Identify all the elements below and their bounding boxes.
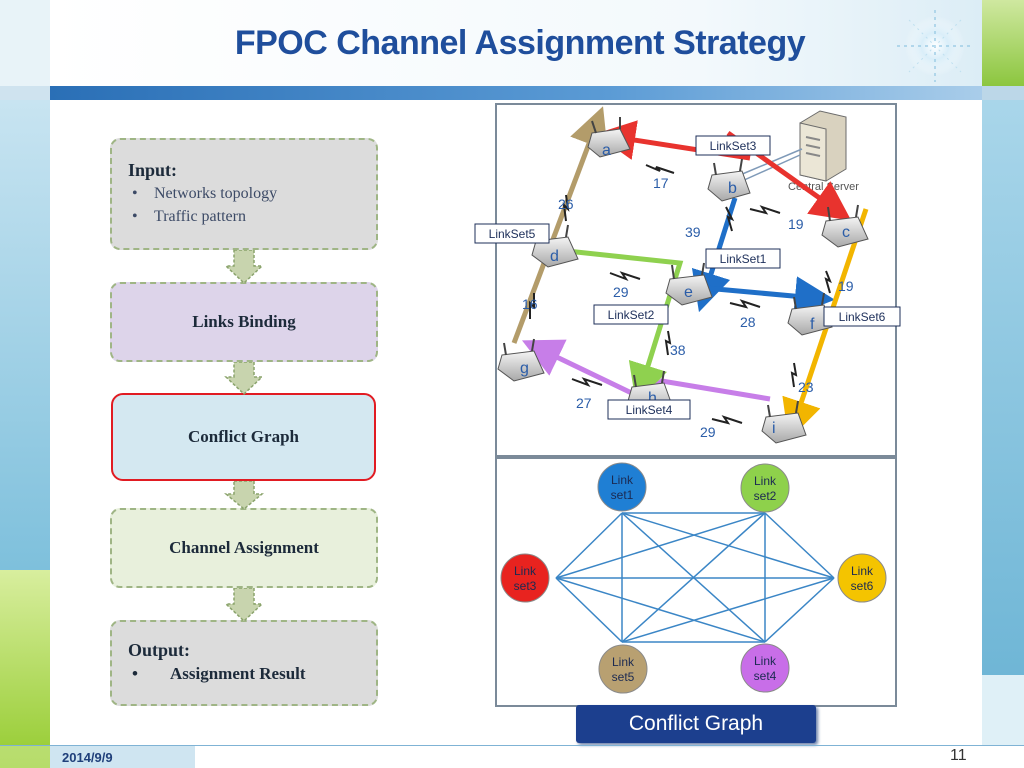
weight-be: 39 (685, 224, 701, 240)
conflict-edge-linkset3-linkset4 (555, 577, 766, 643)
footer-date-box (50, 746, 195, 768)
conflict-node-label-line1: Link (754, 654, 777, 668)
input-bullet-networks: •Networks topology (132, 185, 278, 202)
node-label-g: g (520, 360, 529, 377)
header-blue-bar (50, 86, 982, 100)
title-band (50, 0, 982, 86)
router-b (707, 158, 751, 202)
flow-arrow-3 (224, 481, 264, 510)
input-bullet-traffic: •Traffic pattern (132, 208, 246, 225)
node-label-i: i (772, 420, 776, 437)
weight-ef: 28 (740, 314, 756, 330)
left-decorative-rail (0, 0, 50, 768)
flow-arrow-2 (224, 362, 264, 395)
channel-assignment-box: Channel Assignment (110, 508, 378, 588)
weight-bc: 19 (788, 216, 804, 232)
conflict-graph-caption: Conflict Graph (576, 705, 816, 743)
output-box: Output: •Assignment Result (110, 620, 378, 706)
wireless-signal-icons (529, 164, 832, 425)
links-binding-box: Links Binding (110, 282, 378, 362)
weight-cf: 19 (838, 278, 854, 294)
node-label-c: c (842, 224, 850, 241)
sparkle-icon (897, 10, 973, 82)
conflict-graph-label: Conflict Graph (188, 427, 299, 446)
router-g (497, 338, 545, 382)
linkset6-label: LinkSet6 (839, 310, 886, 324)
conflict-edge-linkset3-linkset5 (555, 577, 623, 643)
conflict-node-label-line1: Link (611, 473, 634, 487)
linkset2-arrow (547, 246, 684, 405)
node-label-d: d (550, 248, 559, 265)
linkset2-label: LinkSet2 (608, 308, 655, 322)
footer-page-number: 11 (950, 747, 967, 764)
conflict-node-label-line1: Link (851, 564, 874, 578)
node-label-e: e (684, 284, 693, 301)
linkset1-arrow-ef (704, 276, 835, 317)
conflict-edge-linkset5-linkset6 (621, 577, 835, 643)
input-heading: Input: (128, 160, 178, 180)
footer-divider (0, 745, 1024, 746)
weight-ag: 26 (558, 196, 574, 212)
linkset4-label: LinkSet4 (626, 403, 673, 417)
channel-assignment-label: Channel Assignment (169, 538, 319, 557)
conflict-node-label-line2: set4 (754, 669, 777, 683)
conflict-graph-edges (555, 512, 835, 643)
weight-eh: 38 (670, 342, 686, 358)
weight-ab: 17 (653, 175, 669, 191)
weight-gh: 27 (576, 395, 592, 411)
conflict-node-label-line2: set2 (754, 489, 777, 503)
conflict-graph-diagram: Linkset1Linkset2Linkset3Linkset4Linkset5… (500, 462, 887, 694)
conflict-edge-linkset4-linkset6 (764, 577, 835, 643)
output-heading: Output: (128, 640, 191, 660)
conflict-node-label-line1: Link (514, 564, 537, 578)
linkset5-label: LinkSet5 (489, 227, 536, 241)
node-label-f: f (810, 316, 815, 333)
linkset3-label: LinkSet3 (710, 139, 757, 153)
output-bullet-result: •Assignment Result (132, 664, 306, 683)
linkset5-arrow (511, 106, 608, 344)
weight-de: 29 (613, 284, 629, 300)
topology-diagram: Central Server a b c d e f g (474, 106, 901, 444)
flow-arrow-4 (224, 588, 264, 622)
node-label-b: b (728, 180, 737, 197)
conflict-graph-box: Conflict Graph (111, 393, 376, 481)
links-binding-label: Links Binding (192, 312, 296, 331)
slide-title: FPOC Channel Assignment Strategy (234, 24, 806, 62)
conflict-node-label-line2: set1 (611, 488, 634, 502)
conflict-node-label-line2: set6 (851, 579, 874, 593)
conflict-edge-linkset1-linkset3 (555, 512, 623, 579)
right-decorative-rail (982, 0, 1024, 768)
flow-arrow-1 (224, 250, 264, 284)
router-c (821, 204, 869, 248)
input-box: Input: •Networks topology •Traffic patte… (110, 138, 378, 250)
conflict-node-label-line1: Link (754, 474, 777, 488)
linkset1-label: LinkSet1 (720, 252, 767, 266)
weight-hi: 29 (700, 424, 716, 440)
conflict-edge-linkset2-linkset3 (555, 512, 766, 579)
node-label-a: a (602, 142, 611, 159)
node-label-h: h (648, 390, 657, 407)
router-a (587, 117, 631, 158)
conflict-graph-nodes: Linkset1Linkset2Linkset3Linkset4Linkset5… (500, 462, 887, 694)
weight-dg: 16 (522, 296, 538, 312)
router-e (665, 262, 713, 306)
footer-date: 2014/9/9 (62, 750, 113, 765)
header-bar-left (0, 86, 50, 100)
conflict-node-label-line1: Link (612, 655, 635, 669)
linkset1-arrow-be (691, 197, 738, 313)
router-f (787, 292, 833, 336)
weight-fi: 23 (798, 379, 814, 395)
conflict-node-label-line2: set5 (612, 670, 635, 684)
conflict-node-label-line2: set3 (514, 579, 537, 593)
router-i (761, 400, 807, 444)
central-server-icon (799, 110, 847, 182)
header-bar-right (982, 86, 1024, 100)
conflict-edge-linkset2-linkset6 (764, 512, 835, 579)
